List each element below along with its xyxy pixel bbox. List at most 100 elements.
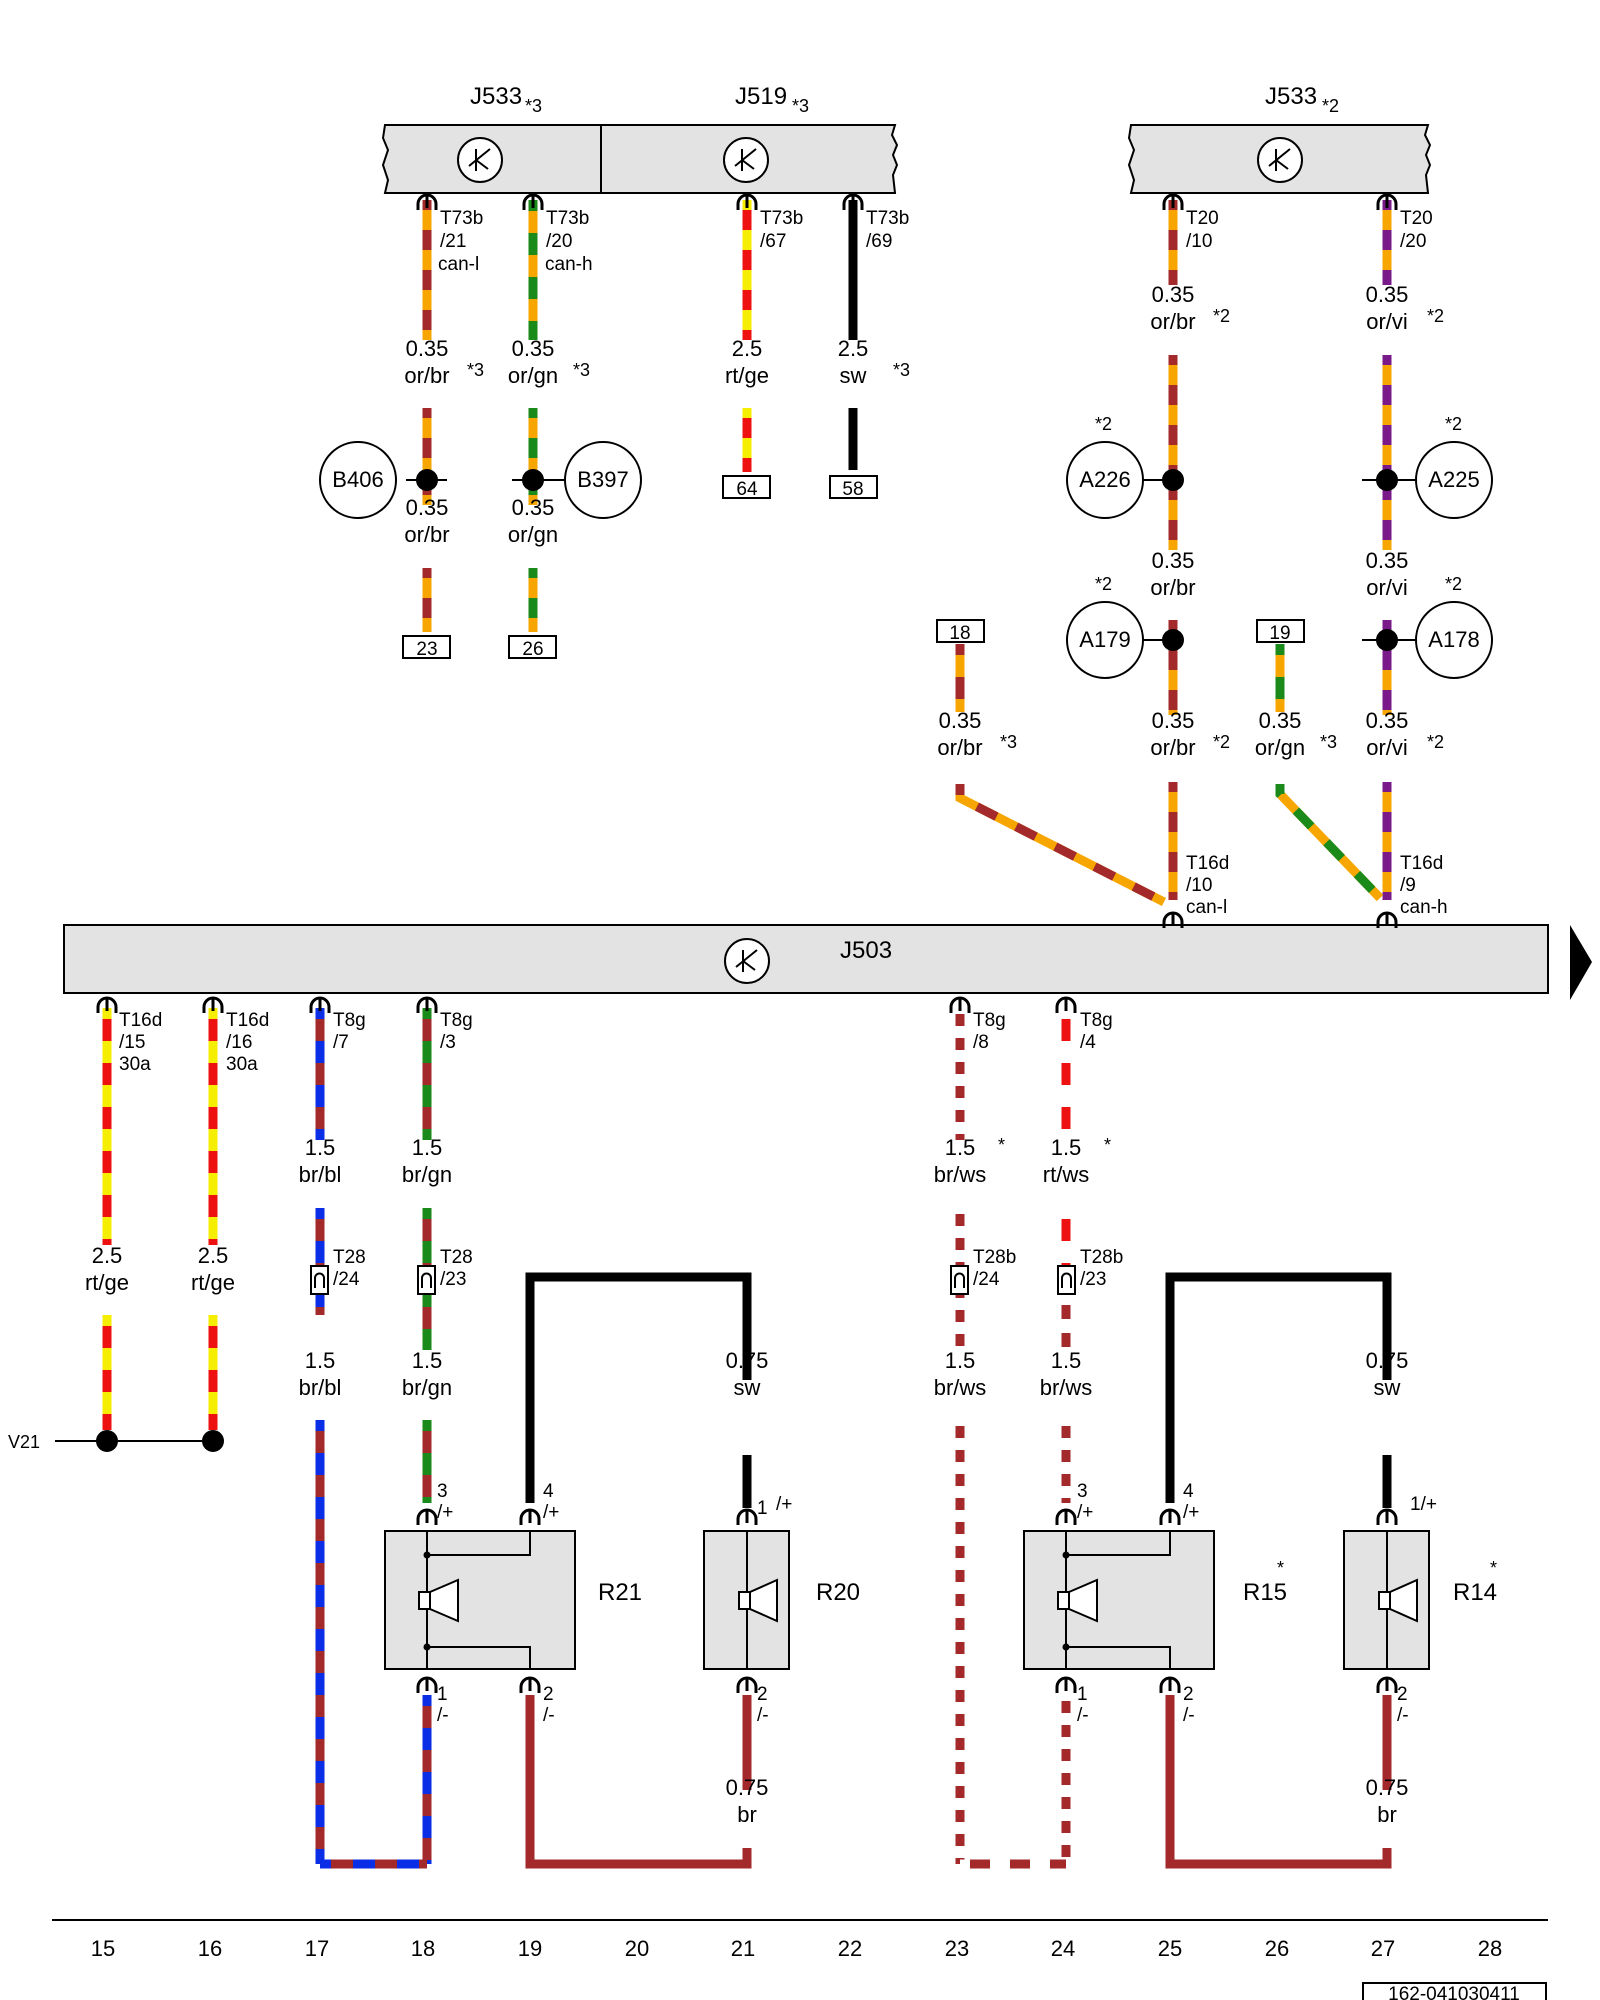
- wire-size: 0.75: [726, 1775, 769, 1800]
- svg-text:26: 26: [522, 639, 543, 660]
- connector-label-c16: T28/23: [440, 1247, 473, 1290]
- svg-text:18: 18: [949, 623, 970, 644]
- wire-note: *3: [1000, 732, 1017, 752]
- speaker-r20[interactable]: R20: [703, 1530, 860, 1670]
- ref-box-19[interactable]: 19: [1256, 619, 1305, 644]
- svg-text:/-: /-: [757, 1705, 769, 1726]
- wire-diagonal-or-gn: [1275, 784, 1384, 902]
- wire-label: 1.5br/ws*: [934, 1135, 1005, 1187]
- ref-box-18[interactable]: 18: [936, 619, 985, 644]
- ref-box-64[interactable]: 64: [722, 475, 771, 500]
- axis-label: 17: [305, 1936, 329, 1961]
- connector-pin-icon: [416, 1676, 438, 1693]
- connector-label-c5: T20/10: [1186, 208, 1219, 252]
- wire-size: 1.5: [1051, 1348, 1082, 1373]
- wire-size: 0.35: [1152, 282, 1195, 307]
- svg-text:/67: /67: [760, 231, 786, 252]
- svg-text:/+: /+: [1183, 1502, 1199, 1523]
- wire-note: *3: [573, 360, 590, 380]
- inline-connector-t28-24: [310, 1265, 329, 1295]
- wire-size: 0.35: [512, 495, 555, 520]
- doc-number-box: 162-041030411: [1362, 1982, 1547, 2000]
- ground-note: *2: [1095, 574, 1112, 594]
- connector-pin-icon: [309, 996, 331, 1013]
- svg-text:T16d: T16d: [226, 1010, 269, 1031]
- continue-arrow[interactable]: [1570, 925, 1592, 1000]
- speaker-r14[interactable]: R14 *: [1343, 1530, 1497, 1670]
- connector-label-c12: T8g/3: [440, 1010, 473, 1053]
- connector-pin-icon: [1055, 1676, 1077, 1693]
- ground-point-a178[interactable]: A178 *2: [1415, 574, 1493, 679]
- wire-note: *3: [467, 360, 484, 380]
- svg-text:/24: /24: [333, 1269, 360, 1290]
- ground-point-a226[interactable]: A226 *2: [1066, 414, 1144, 519]
- connector-label-c17: T28b/24: [973, 1247, 1016, 1290]
- svg-text:162-041030411: 162-041030411: [1388, 1984, 1520, 2000]
- svg-text:30a: 30a: [119, 1054, 151, 1075]
- v21-label: V21: [8, 1432, 40, 1452]
- connector-pin-icon: [1376, 193, 1398, 210]
- svg-text:A226: A226: [1079, 467, 1130, 492]
- axis-label: 27: [1371, 1936, 1395, 1961]
- axis-label: 19: [518, 1936, 542, 1961]
- svg-text:*3: *3: [525, 96, 542, 116]
- svg-text:/24: /24: [973, 1269, 1000, 1290]
- axis-label: 24: [1051, 1936, 1075, 1961]
- connector-pin-icon: [519, 1508, 541, 1525]
- ref-box-26[interactable]: 26: [508, 635, 557, 660]
- svg-text:A179: A179: [1079, 627, 1130, 652]
- svg-text:B397: B397: [577, 467, 628, 492]
- ground-point-b397[interactable]: B397: [564, 441, 642, 519]
- connector-label-c3: T73b/67: [760, 208, 803, 252]
- wire-note: *3: [1320, 732, 1337, 752]
- ground-point-a225[interactable]: A225 *2: [1415, 414, 1493, 519]
- wire-color: rt/ge: [85, 1270, 129, 1295]
- module-j533-j519-box[interactable]: [381, 124, 899, 194]
- wire-note: *2: [1213, 732, 1230, 752]
- wire-label: 2.5rt/ge: [191, 1243, 235, 1295]
- wire-size: 0.35: [406, 495, 449, 520]
- module-j503-box[interactable]: [63, 924, 1549, 994]
- ground-point-b406[interactable]: B406: [319, 441, 397, 519]
- wire-size: 1.5: [412, 1348, 443, 1373]
- speaker-r21[interactable]: R21: [384, 1530, 642, 1670]
- svg-text:64: 64: [736, 479, 758, 500]
- speaker-r15[interactable]: R15 *: [1023, 1530, 1287, 1670]
- svg-text:/8: /8: [973, 1032, 989, 1053]
- svg-text:/9: /9: [1400, 875, 1416, 896]
- connector-pin-icon: [1159, 1508, 1181, 1525]
- svg-text:/10: /10: [1186, 875, 1212, 896]
- wire-color: or/vi: [1366, 735, 1408, 760]
- svg-text:B406: B406: [332, 467, 383, 492]
- wire-size: 0.35: [1366, 708, 1409, 733]
- speaker-label: R20: [816, 1579, 860, 1606]
- wire-size: 0.35: [939, 708, 982, 733]
- wire-color: or/br: [1150, 309, 1195, 334]
- ref-box-23[interactable]: 23: [402, 635, 451, 660]
- wire-color: br: [1377, 1802, 1397, 1827]
- wire-diagonal-or-br: [955, 784, 1167, 907]
- wire-label: 1.5br/ws: [1040, 1348, 1093, 1400]
- connector-pin-icon: [1376, 1676, 1398, 1693]
- svg-text:/23: /23: [440, 1269, 466, 1290]
- wire-label: 1.5br/ws: [934, 1348, 987, 1400]
- ground-point-a179[interactable]: A179 *2: [1066, 574, 1144, 679]
- svg-text:T73b: T73b: [440, 208, 483, 229]
- wire-note: *2: [1427, 306, 1444, 326]
- inline-connectors: [310, 1265, 1076, 1295]
- ground-note: *2: [1445, 414, 1462, 434]
- connector-label-c18: T28b/23: [1080, 1247, 1123, 1290]
- module-symbol-icon: [1257, 137, 1303, 183]
- speaker-label: R21: [598, 1579, 642, 1606]
- ref-box-58[interactable]: 58: [829, 475, 878, 500]
- axis-label: 22: [838, 1936, 862, 1961]
- wire-color: br/gn: [402, 1162, 452, 1187]
